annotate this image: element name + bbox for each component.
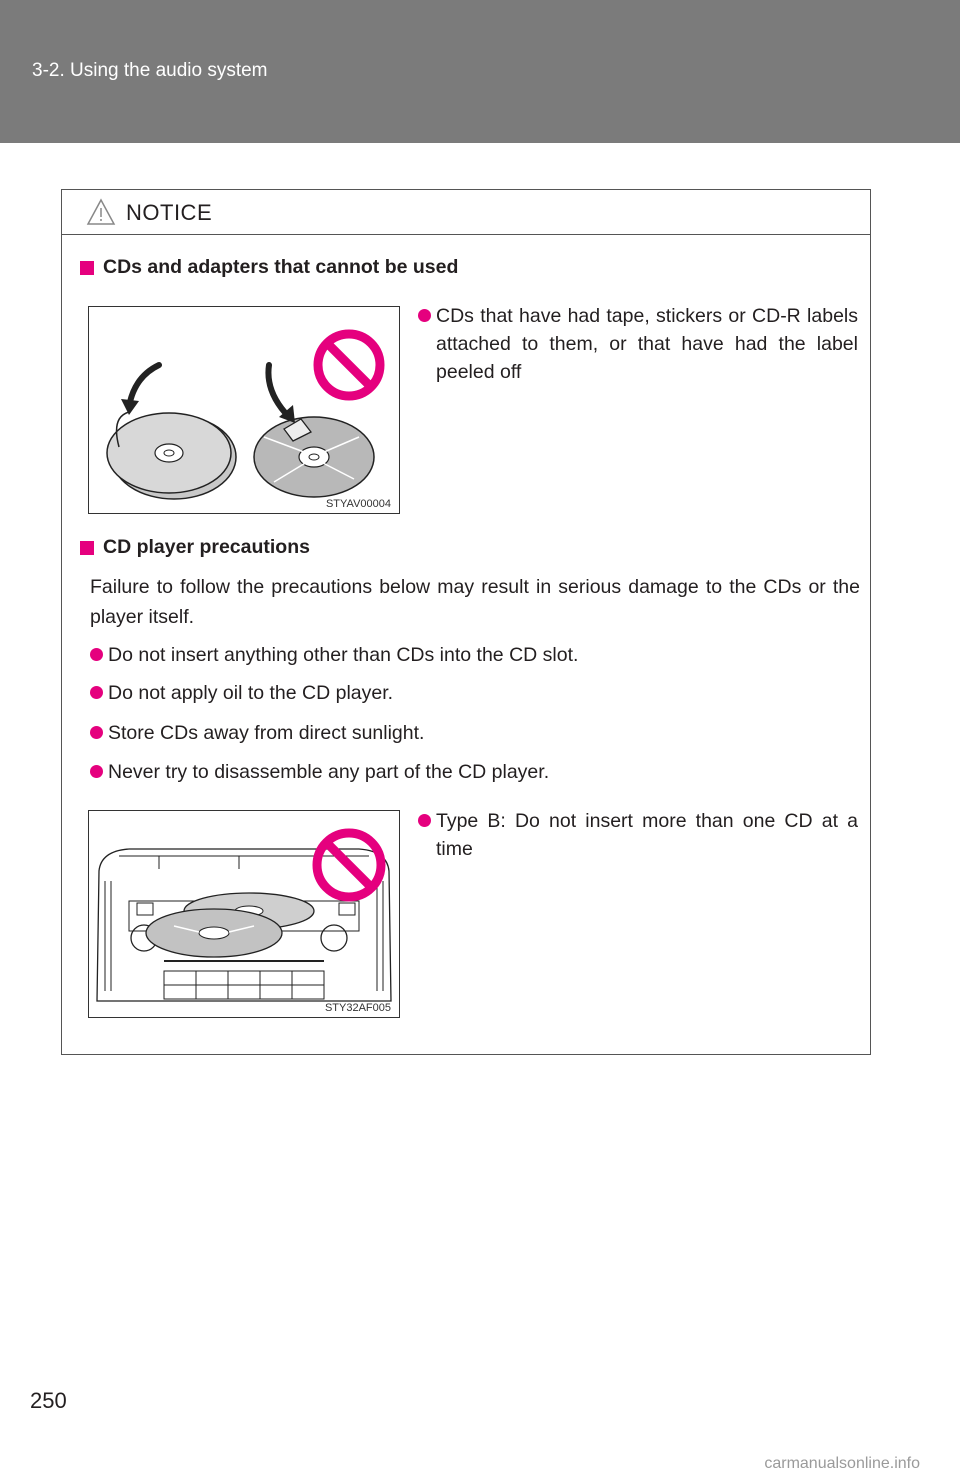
bullet-type-b: Type B: Do not insert more than one CD a… [418,807,858,863]
precaution-text: Never try to disassemble any part of the… [108,761,550,783]
round-bullet-icon [90,765,103,778]
precaution-text: Do not insert anything other than CDs in… [108,644,579,666]
bullet-cd-stickers: CDs that have had tape, stickers or CD-R… [418,302,858,386]
cd-stickers-figure: STYAV00004 [88,306,400,514]
cd-player-figure: STY32AF005 [88,810,400,1018]
precaution-item: Store CDs away from direct sunlight. [90,719,424,747]
prohibited-icon [312,828,386,902]
section-heading-cd-player-precautions: CD player precautions [80,536,310,559]
section-heading-text: CDs and adapters that cannot be used [103,256,459,278]
precaution-item: Never try to disassemble any part of the… [90,758,549,786]
watermark: carmanualsonline.info [764,1455,920,1472]
square-bullet-icon [80,260,94,275]
precaution-item: Do not insert anything other than CDs in… [90,641,578,669]
precaution-text: Do not apply oil to the CD player. [108,682,394,704]
round-bullet-icon [418,309,431,322]
cd-player-illustration [96,848,392,1002]
notice-label: NOTICE [126,200,213,225]
section-title: 3-2. Using the audio system [32,60,268,81]
precaution-text: Store CDs away from direct sunlight. [108,722,425,744]
precautions-intro: Failure to follow the precautions below … [90,576,860,628]
page-number: 250 [30,1388,67,1413]
bullet-text: Type B: Do not insert more than one CD a… [436,810,858,860]
page-header: 3-2. Using the audio system [0,0,960,143]
round-bullet-icon [418,814,431,827]
round-bullet-icon [90,686,103,699]
notice-header: NOTICE [62,190,870,235]
round-bullet-icon [90,648,103,661]
prohibited-icon [313,329,385,401]
section-heading-text: CD player precautions [103,536,310,558]
bullet-text: CDs that have had tape, stickers or CD-R… [436,305,858,383]
figure-code: STY32AF005 [324,1002,391,1014]
square-bullet-icon [80,540,94,555]
notice-box: NOTICE CDs and adapters that cannot be u… [61,189,871,1055]
precaution-item: Do not apply oil to the CD player. [90,679,393,707]
section-heading-cds-adapters: CDs and adapters that cannot be used [80,256,458,279]
round-bullet-icon [90,726,103,739]
figure-code: STYAV00004 [325,498,391,510]
cd-illustration [106,362,375,500]
warning-triangle-icon [86,198,116,225]
